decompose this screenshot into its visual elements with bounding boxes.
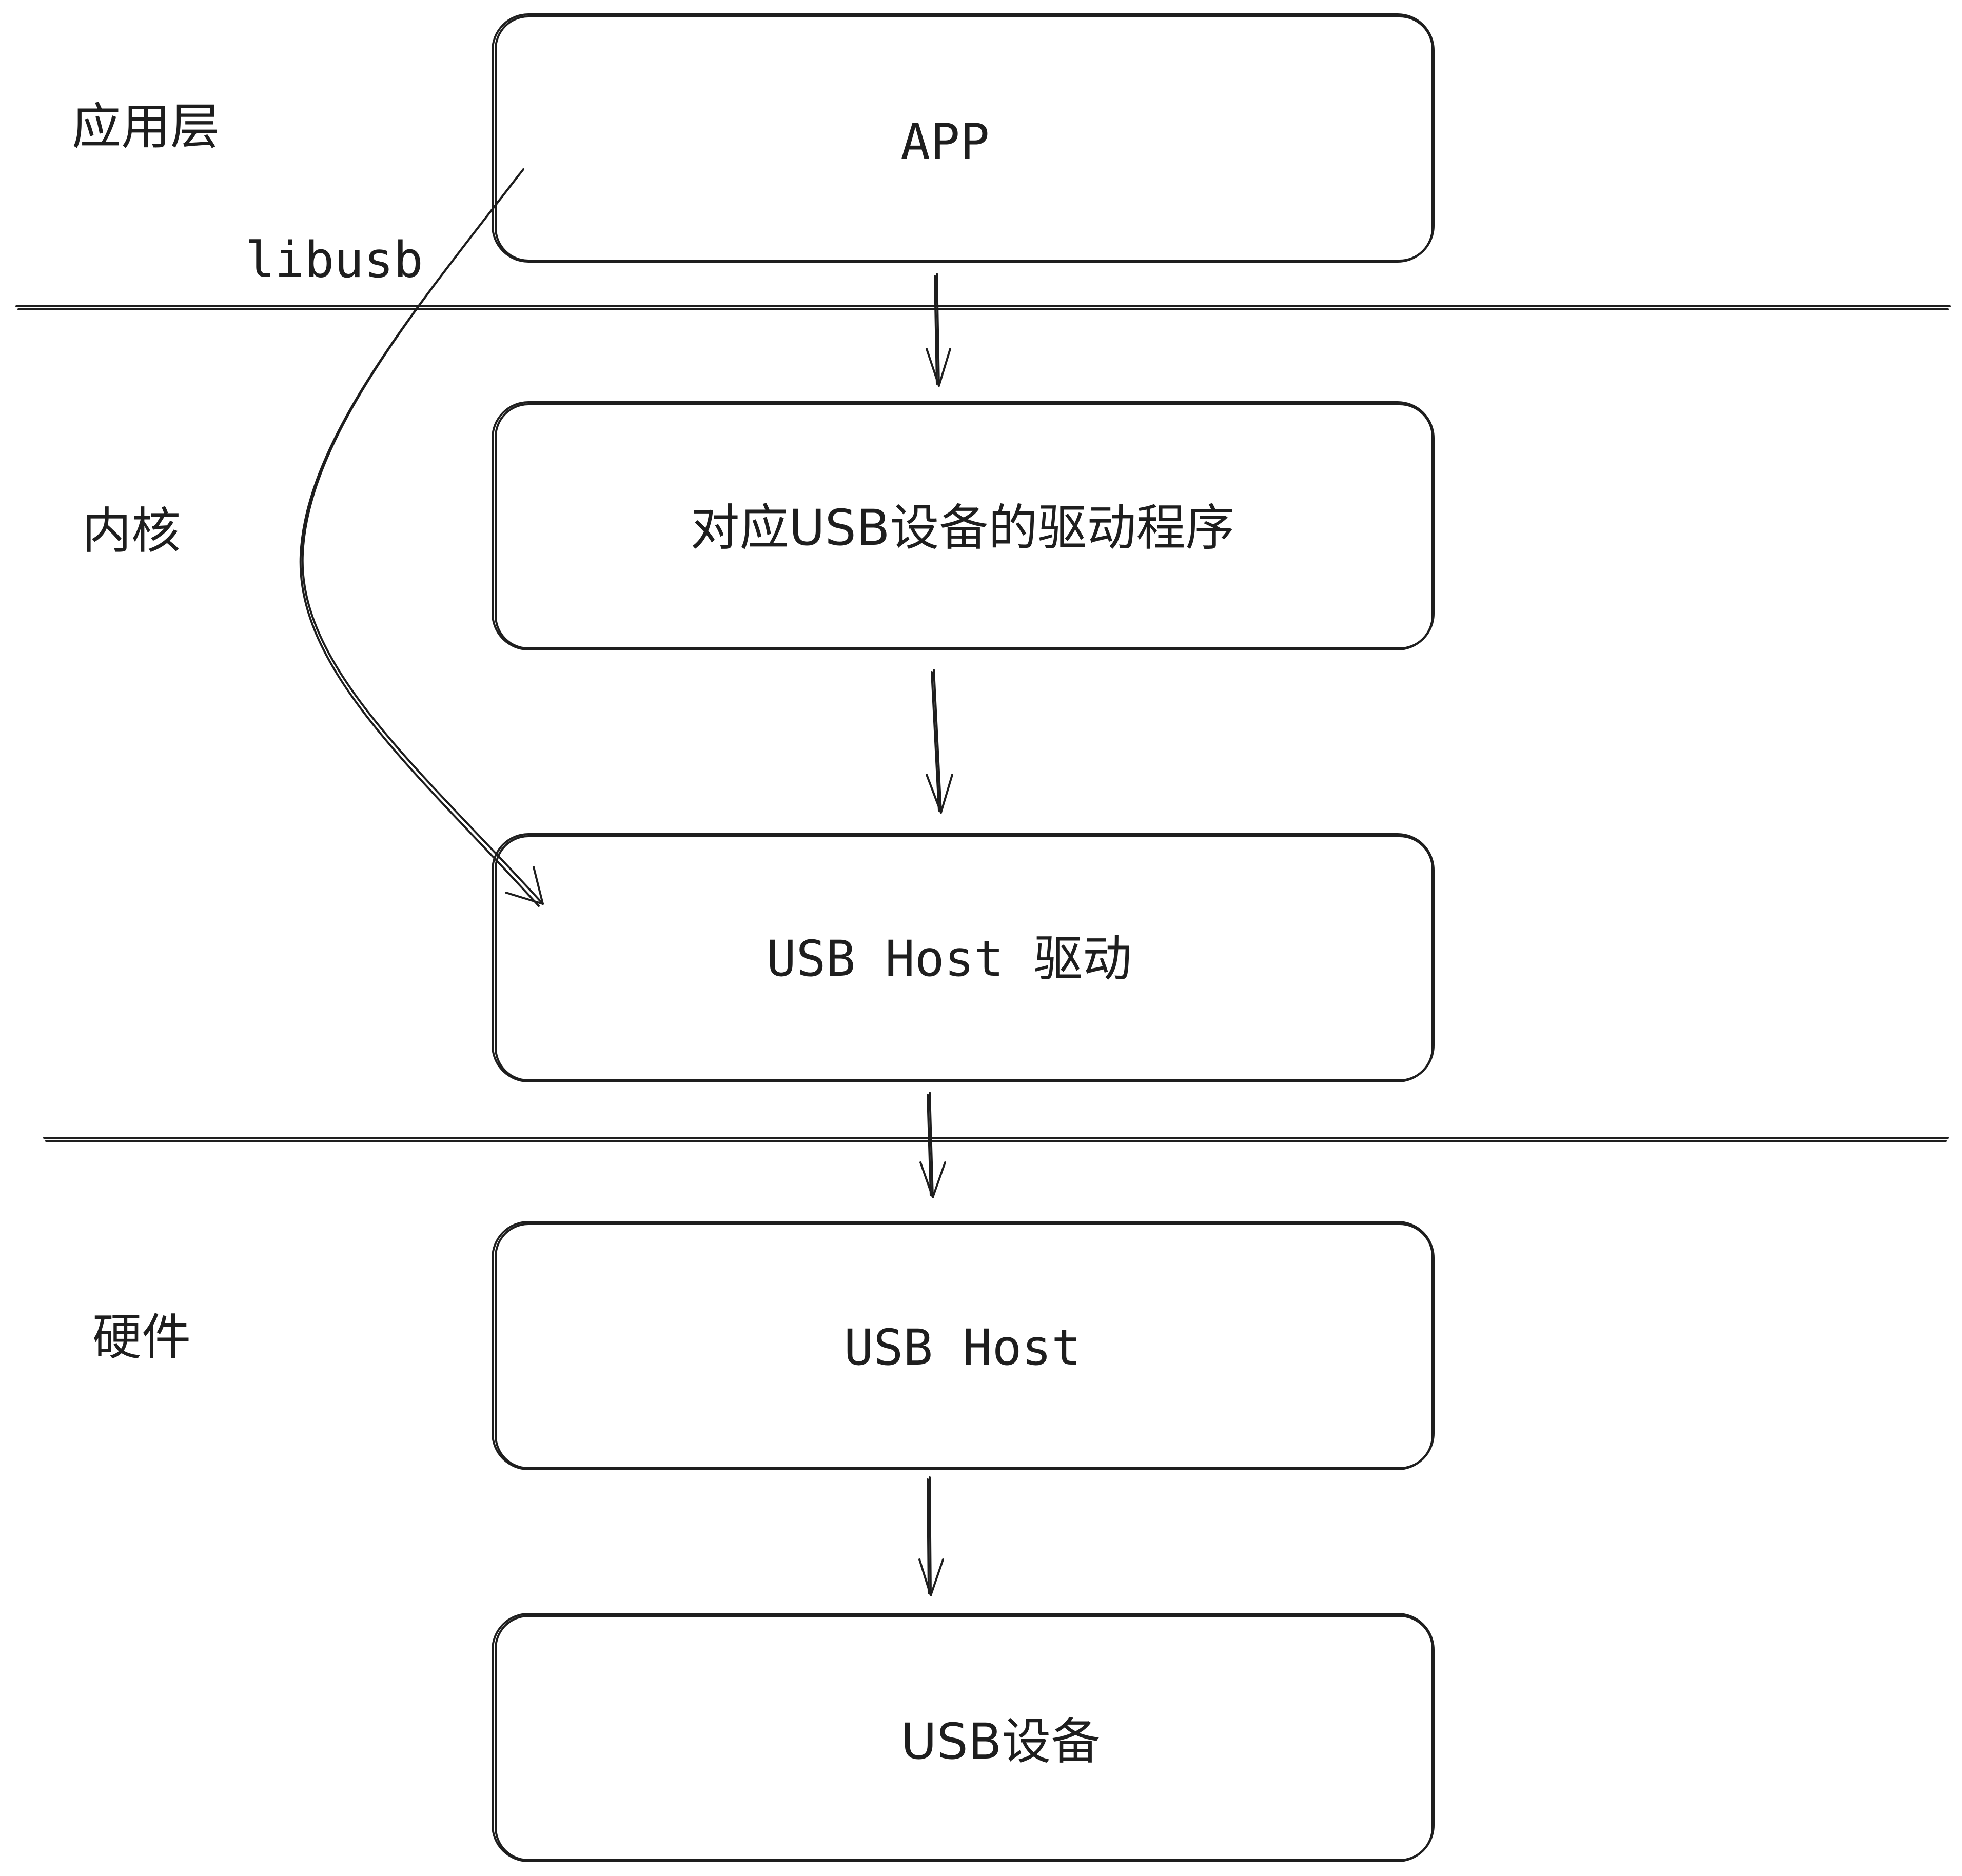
- libusb-label: libusb: [245, 231, 423, 289]
- host-box[interactable]: USB Host: [492, 1221, 1435, 1470]
- layer-label-app: 应用层: [72, 98, 220, 155]
- device-box-label: USB设备: [900, 1713, 1100, 1770]
- host-driver-box-label: USB Host 驱动: [767, 930, 1132, 988]
- app-box-label: APP: [900, 113, 989, 171]
- host-driver-box[interactable]: USB Host 驱动: [492, 833, 1435, 1082]
- host-box-label: USB Host: [844, 1319, 1081, 1376]
- app-box[interactable]: APP: [492, 13, 1435, 263]
- arrow-libusb-bypass: [299, 168, 544, 907]
- layer-label-hardware: 硬件: [92, 1309, 191, 1366]
- layer-separator-top: [15, 305, 1951, 310]
- arrow-device-driver-to-host-driver: [926, 669, 953, 814]
- layer-label-kernel: 内核: [82, 502, 181, 560]
- arrow-app-to-device-driver: [926, 273, 951, 387]
- device-box[interactable]: USB设备: [492, 1613, 1435, 1862]
- arrow-host-to-device: [918, 1476, 944, 1596]
- arrow-host-driver-to-host: [919, 1092, 946, 1198]
- layer-separator-bottom: [43, 1137, 1949, 1142]
- device-driver-box-label: 对应USB设备的驱动程序: [690, 499, 1234, 557]
- device-driver-box[interactable]: 对应USB设备的驱动程序: [492, 401, 1435, 650]
